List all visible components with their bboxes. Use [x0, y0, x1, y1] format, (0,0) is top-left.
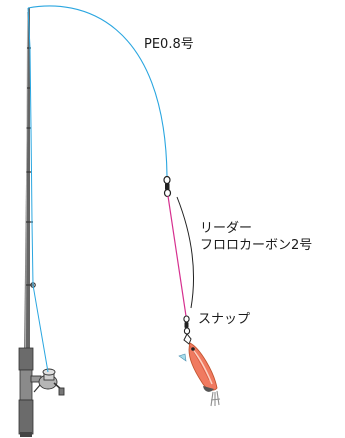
main-line-on-rod [27, 7, 49, 373]
leader-line [167, 195, 187, 317]
rod-butt-cap [20, 432, 32, 437]
leader-bracket [176, 196, 195, 309]
squid-lure [178, 342, 221, 407]
spinning-reel [30, 368, 65, 396]
rod-blank-highlight [25, 11, 28, 356]
main-line-label: PE0.8号 [144, 37, 194, 52]
leader-title-label: リーダー [200, 221, 253, 236]
reel-seat [19, 369, 33, 401]
snap-label: スナップ [198, 312, 251, 327]
lure-fin [178, 353, 187, 362]
lure-sinker [203, 386, 214, 392]
main-line-arc [27, 5, 168, 177]
leader-spec-label: フロロカーボン2号 [200, 238, 313, 253]
snap [183, 315, 192, 345]
rod-foregrip [18, 347, 34, 371]
rod-rear-grip [18, 399, 34, 435]
rod-blank [24, 8, 30, 360]
swivel [163, 175, 172, 198]
lure-jig-hook [210, 390, 221, 407]
